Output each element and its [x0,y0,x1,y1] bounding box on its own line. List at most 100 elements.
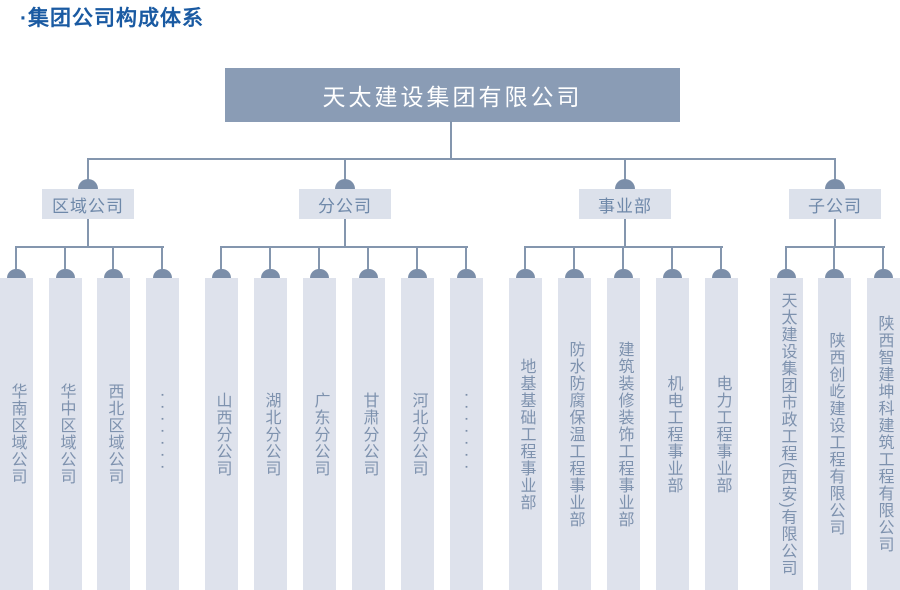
bar-cap [56,269,75,278]
group-node-branch: 分公司 [299,158,391,219]
connector-group2-rail [221,246,468,248]
group-label: 分公司 [318,196,372,216]
org-bar: 广东分公司 [303,246,336,590]
ellipsis-dots: ▪▪▪▪▪▪▪ [463,392,470,476]
node-cap [78,179,98,189]
bar-label: 天太建设集团市政工程(西安)有限公司 [778,291,796,577]
connector-stub [882,246,884,270]
connector-level1-rail [87,158,836,160]
connector-stub [87,158,89,180]
connector-stub [624,158,626,180]
node-cap [335,179,355,189]
org-bar: ▪▪▪▪▪▪▪ [450,246,483,590]
org-bar: 陕西创屹建设工程有限公司 [818,246,851,590]
connector-stub [416,246,418,270]
connector-stub [367,246,369,270]
connector-stub [834,158,836,180]
org-bar: 华中区域公司 [49,246,82,590]
group-node-division: 事业部 [579,158,671,219]
bar-label: 建筑装修装饰工程事业部 [615,340,633,528]
bar-cap [825,269,844,278]
connector-group1-drop [87,219,89,248]
connector-stub [344,158,346,180]
bar-cap [310,269,329,278]
root-node-label: 天太建设集团有限公司 [322,84,583,110]
ellipsis-dots: ▪▪▪▪▪▪▪ [159,392,166,476]
connector-stub [269,246,271,270]
org-bar: 建筑装修装饰工程事业部 [607,246,640,590]
org-bar: 湖北分公司 [254,246,287,590]
bar-cap [153,269,172,278]
connector-stub [220,246,222,270]
bar-label: 甘肃分公司 [360,391,378,477]
bar-label: 陕西创屹建设工程有限公司 [826,332,844,536]
connector-group1-rail [16,246,164,248]
root-node: 天太建设集团有限公司 [225,68,680,122]
bar-cap [614,269,633,278]
group-node-subsidiary: 子公司 [789,158,881,219]
bar-cap [212,269,231,278]
connector-stub [671,246,673,270]
connector-stub [785,246,787,270]
connector-group3-rail [525,246,723,248]
org-bar: 天太建设集团市政工程(西安)有限公司 [770,246,803,590]
bar-cap [712,269,731,278]
bar-label: 华中区域公司 [57,383,75,485]
connector-stub [573,246,575,270]
org-bar: 西北区域公司 [97,246,130,590]
bar-label: 河北分公司 [409,391,427,477]
connector-group2-drop [344,219,346,248]
bar-cap [777,269,796,278]
bar-label: 广东分公司 [311,391,329,477]
bar-label: 华南区域公司 [8,383,26,485]
bar-cap [457,269,476,278]
org-bar: 华南区域公司 [0,246,33,590]
node-cap [825,179,845,189]
bar-label: 山西分公司 [213,391,231,477]
connector-stub [524,246,526,270]
org-bar: 山西分公司 [205,246,238,590]
connector-stub [833,246,835,270]
bar-label: 湖北分公司 [262,391,280,477]
org-bar: 甘肃分公司 [352,246,385,590]
org-bar: 防水防腐保温工程事业部 [558,246,591,590]
org-bar: ▪▪▪▪▪▪▪ [146,246,179,590]
org-bar: 陕西智建坤科建筑工程有限公司 [867,246,900,590]
bar-cap [408,269,427,278]
group-label: 子公司 [808,196,862,216]
connector-stub [64,246,66,270]
bar-cap [663,269,682,278]
org-bar: 机电工程事业部 [656,246,689,590]
org-bar: 地基基础工程事业部 [509,246,542,590]
bar-label: 防水防腐保温工程事业部 [566,340,584,528]
connector-stub [622,246,624,270]
bar-cap [565,269,584,278]
bar-cap [261,269,280,278]
connector-root-drop [450,121,452,160]
connector-stub [161,246,163,270]
org-bar: 电力工程事业部 [705,246,738,590]
bar-cap [874,269,893,278]
bar-label: 地基基础工程事业部 [517,357,535,511]
bar-label: 电力工程事业部 [713,374,731,494]
bar-cap [359,269,378,278]
bar-label: 陕西智建坤科建筑工程有限公司 [875,315,893,553]
group-label: 事业部 [598,196,652,216]
connector-group3-drop [624,219,626,248]
connector-stub [720,246,722,270]
bar-cap [516,269,535,278]
bar-label: 西北区域公司 [105,383,123,485]
connector-stub [318,246,320,270]
connector-group4-rail [786,246,885,248]
bar-cap [104,269,123,278]
bar-label: 机电工程事业部 [664,374,682,494]
group-node-regional: 区域公司 [42,158,134,219]
connector-stub [465,246,467,270]
page-title: ·集团公司构成体系 [20,7,204,30]
bar-cap [7,269,26,278]
org-bar: 河北分公司 [401,246,434,590]
node-cap [615,179,635,189]
connector-stub [112,246,114,270]
group-label: 区域公司 [52,196,124,216]
